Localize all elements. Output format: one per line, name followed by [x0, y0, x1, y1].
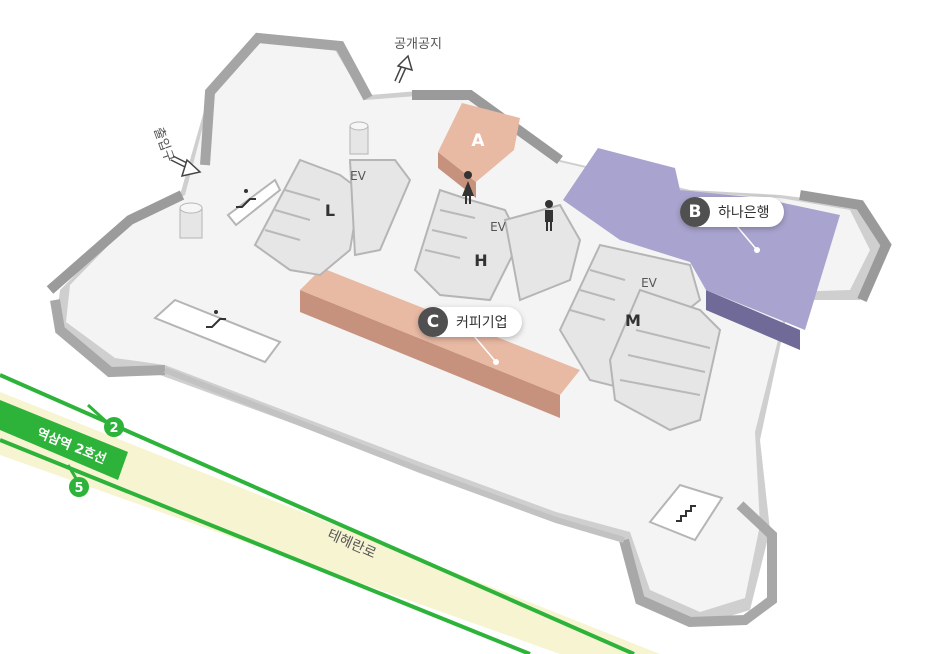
callout-b[interactable]: B 하나은행 [680, 197, 784, 227]
callout-c[interactable]: C 커피기업 [418, 307, 522, 337]
block-h-label: H [474, 251, 487, 270]
elevator-label-3: EV [641, 276, 658, 290]
column-icon [349, 121, 369, 155]
arrow-icon [170, 155, 202, 178]
exit-2-label: 2 [109, 421, 118, 436]
column-icon [179, 202, 203, 239]
zone-c-badge: C [418, 307, 448, 337]
room-dividers [264, 189, 711, 396]
subway-line-bottom [0, 438, 531, 654]
zone-b-block[interactable] [563, 148, 840, 330]
zone-c-name: 커피기업 [456, 315, 508, 331]
exit-label: 출입구 [150, 125, 176, 164]
escalator-icon [226, 178, 282, 227]
core-m [558, 243, 722, 432]
escalator-icon [153, 298, 282, 364]
arrow-icon [394, 54, 414, 84]
station-bar [0, 400, 128, 480]
callout-c-dot [493, 359, 499, 365]
zone-b-badge: B [680, 197, 710, 227]
outer-wall-west [46, 190, 185, 294]
block-m-label: M [625, 311, 641, 330]
zone-a-block[interactable] [438, 103, 520, 182]
exit-5-badge[interactable] [69, 477, 89, 497]
exit-5-label: 5 [74, 481, 83, 496]
restroom-male-icon [545, 200, 553, 231]
outer-wall-east [799, 190, 892, 302]
block-l-label: L [325, 201, 335, 220]
zone-a-label: A [471, 131, 485, 151]
exit-2-badge[interactable] [104, 417, 124, 437]
outer-wall-southeast [619, 501, 777, 628]
zone-c-side [300, 290, 560, 418]
core-h [413, 188, 582, 302]
elevator-label-1: EV [350, 169, 367, 183]
callout-c-leader [473, 335, 497, 363]
outer-wall-southwest [50, 299, 166, 378]
zone-b-side [706, 290, 800, 350]
outer-wall-north [412, 90, 563, 165]
outer-wall-northwest [200, 32, 373, 166]
road-teheran [0, 392, 660, 654]
elevator-label-2: EV [490, 220, 507, 234]
callout-b-dot [754, 247, 760, 253]
public-space-label: 공개공지 [394, 37, 442, 52]
zone-b-name: 하나은행 [718, 205, 770, 221]
front-wall [163, 367, 625, 543]
restroom-female-icon [462, 171, 474, 204]
core-l [253, 158, 412, 277]
stairs-icon [648, 483, 724, 542]
callout-b-leader [734, 223, 758, 251]
